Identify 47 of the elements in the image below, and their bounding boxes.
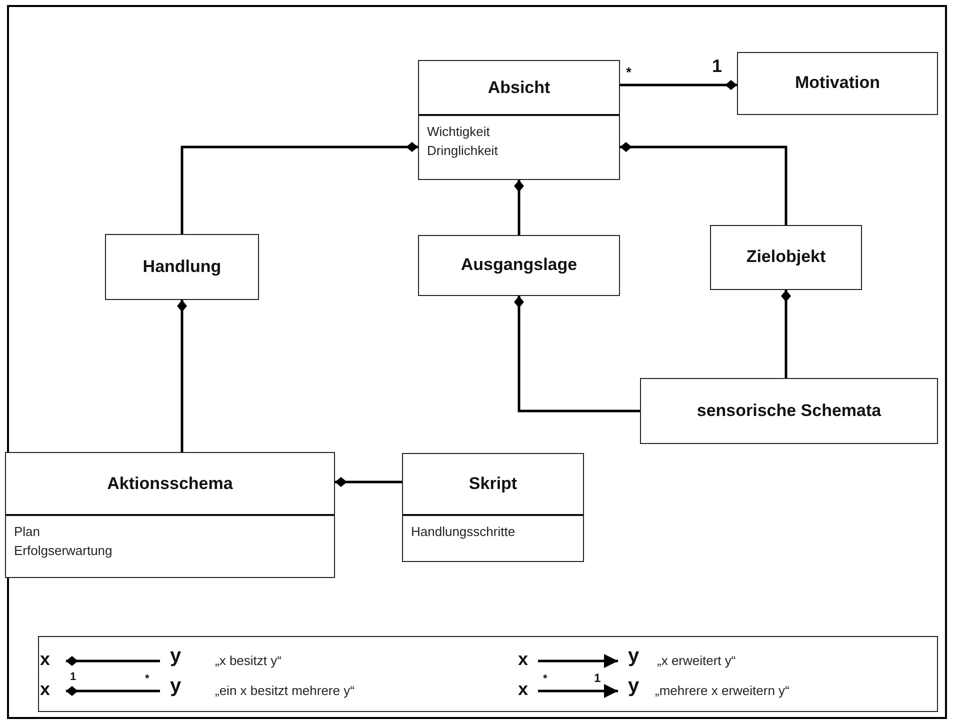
connector	[620, 142, 788, 225]
class-box	[418, 60, 620, 180]
legend-symbol: y	[628, 645, 640, 668]
attribute-text: Handlungsschritte	[411, 524, 516, 539]
class-name: Motivation	[795, 73, 880, 93]
legend-symbol: 1	[70, 671, 76, 683]
attribute-text: Dringlichkeit	[427, 143, 498, 158]
legend-symbol: y	[170, 645, 182, 668]
connector	[620, 80, 737, 90]
class-box	[5, 452, 335, 578]
connector	[514, 180, 524, 235]
legend-symbol: y	[628, 675, 640, 698]
class-name: Zielobjekt	[746, 247, 826, 267]
multiplicity-label: 1	[712, 56, 722, 77]
legend-symbol: *	[145, 673, 150, 685]
legend-symbol: x	[518, 649, 528, 670]
entity-box	[737, 52, 938, 115]
connector	[781, 290, 791, 378]
connector	[335, 477, 402, 487]
connector	[177, 300, 187, 452]
legend-symbol: x	[40, 679, 50, 700]
class-name: Handlung	[142, 256, 222, 276]
legend-text: „x erweitert y“	[657, 653, 736, 668]
legend-symbol: *	[543, 673, 548, 685]
class-name: sensorische Schemata	[696, 400, 882, 420]
class-name: Aktionsschema	[107, 474, 233, 494]
entity-box	[105, 234, 259, 300]
legend-symbol: 1	[594, 671, 601, 685]
legend-text: „x besitzt y“	[215, 653, 282, 668]
attribute-text: Plan	[14, 524, 40, 539]
entity-box	[640, 378, 938, 444]
class-name: Absicht	[488, 78, 550, 98]
multiplicity-label: *	[626, 64, 632, 80]
connector	[180, 142, 418, 234]
legend-text: „ein x besitzt mehrere y“	[215, 683, 354, 698]
legend-symbol: x	[40, 649, 50, 670]
class-name: Skript	[468, 474, 518, 494]
legend-symbol: y	[170, 675, 182, 698]
connector	[514, 296, 640, 412]
entity-box	[418, 235, 620, 296]
attribute-text: Erfolgserwartung	[14, 543, 112, 558]
class-box	[402, 453, 584, 562]
legend-symbol: x	[518, 679, 528, 700]
attribute-text: Wichtigkeit	[427, 124, 490, 139]
entity-box	[710, 225, 862, 290]
class-name: Ausgangslage	[460, 255, 578, 275]
legend-text: „mehrere x erweitern y“	[655, 683, 790, 698]
